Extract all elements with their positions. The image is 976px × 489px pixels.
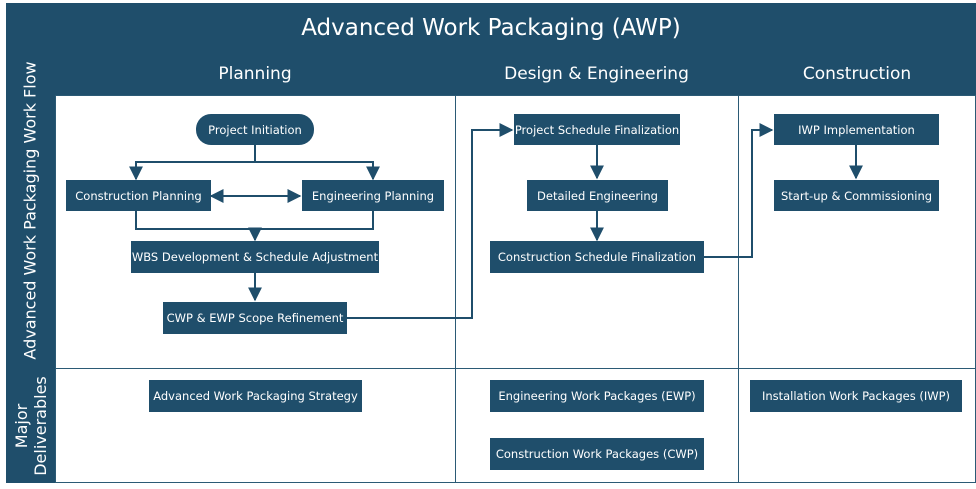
row-header-deliverables-line1: Major [11,403,31,448]
step-construction-schedule-finalization: Construction Schedule Finalization [490,241,704,273]
deliverable-ewp: Engineering Work Packages (EWP) [490,380,704,412]
step-project-schedule-finalization: Project Schedule Finalization [514,114,680,145]
row-header-deliverables: Major Deliverables [6,368,55,483]
step-startup-commissioning: Start-up & Commissioning [774,180,939,211]
step-project-initiation: Project Initiation [196,114,314,145]
phase-header-construction: Construction [738,52,976,95]
step-detailed-engineering: Detailed Engineering [527,180,668,211]
step-engineering-planning: Engineering Planning [302,180,444,211]
row-header-deliverables-label: Major Deliverables [12,376,50,476]
row-header-deliverables-line2: Deliverables [30,375,50,476]
phase-header-design: Design & Engineering [455,52,738,95]
deliverable-awp-strategy: Advanced Work Packaging Strategy [149,380,362,412]
step-iwp-implementation: IWP Implementation [774,114,939,145]
step-cwp-ewp-scope-refinement: CWP & EWP Scope Refinement [163,302,347,334]
step-wbs-development: WBS Development & Schedule Adjustment [131,241,379,273]
row-header-workflow-label: Advanced Work Packaging Work Flow [21,60,40,360]
diagram-title: Advanced Work Packaging (AWP) [6,3,976,52]
deliverable-iwp: Installation Work Packages (IWP) [750,380,962,412]
row-header-workflow: Advanced Work Packaging Work Flow [6,52,55,368]
phase-header-planning: Planning [55,52,455,95]
deliverable-cwp: Construction Work Packages (CWP) [490,438,704,470]
step-construction-planning: Construction Planning [66,180,211,211]
